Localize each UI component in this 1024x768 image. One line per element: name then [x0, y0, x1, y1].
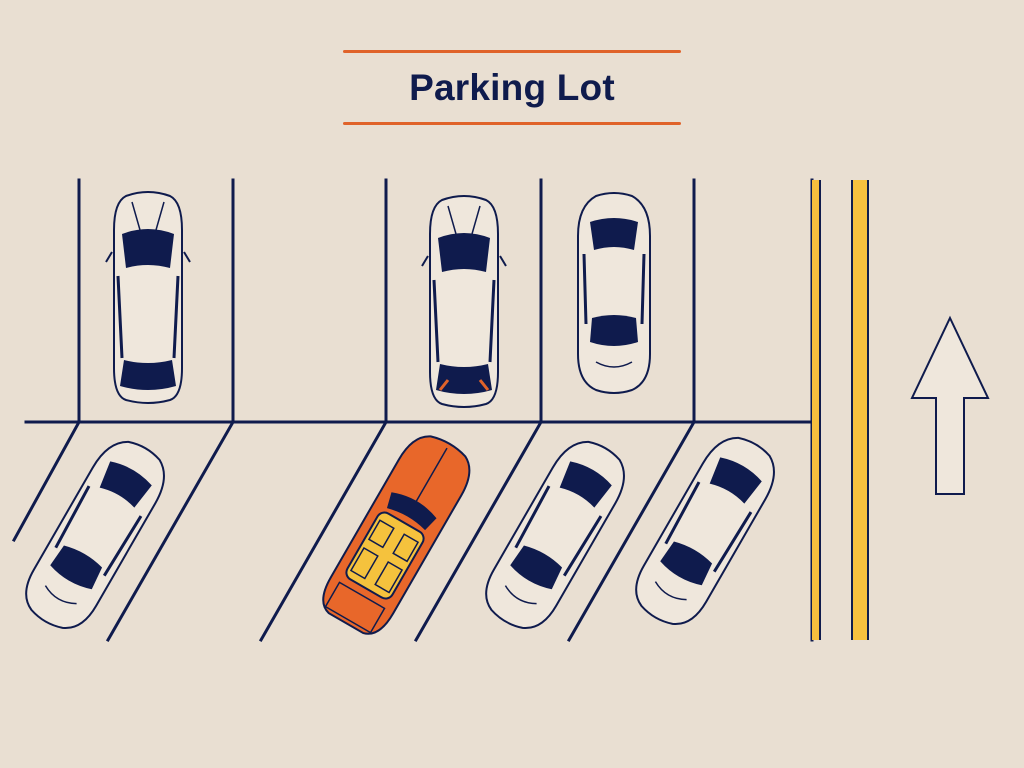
bottom-divider-2 [105, 419, 236, 643]
car-bottom-convertible [322, 435, 471, 635]
car-top-middle [420, 194, 508, 409]
parking-lines [11, 178, 814, 643]
car-bottom-right [622, 424, 789, 637]
bottom-divider-1 [11, 419, 82, 543]
direction-arrow-icon [910, 315, 990, 495]
bottom-divider-4 [413, 419, 544, 643]
title-rule-bottom [343, 122, 681, 125]
car-top-right [576, 191, 652, 395]
title-rule-top [343, 50, 681, 53]
yellow-line-left [812, 180, 820, 640]
car-bottom-left [12, 428, 179, 641]
bottom-divider-5 [566, 419, 697, 643]
title-block: Parking Lot [343, 50, 681, 126]
page-title: Parking Lot [409, 67, 615, 108]
bottom-divider-3 [258, 419, 389, 643]
yellow-lane-lines [812, 180, 869, 640]
car-top-left [104, 190, 192, 405]
yellow-line-right [852, 180, 868, 640]
car-bottom-center [472, 428, 639, 641]
